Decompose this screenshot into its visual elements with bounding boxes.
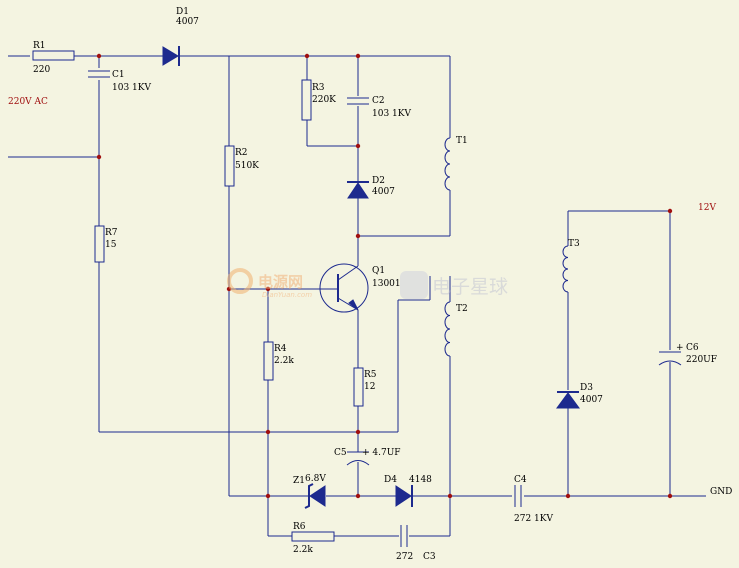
watermark-left: 电源网 DianYuan.com	[227, 268, 312, 299]
label-ac-input: 220V AC	[8, 97, 48, 107]
label-r7: R7	[105, 228, 118, 238]
transformer-coil-t3	[562, 245, 569, 293]
resistor-r4	[263, 341, 274, 381]
label-z1: Z1	[293, 476, 305, 486]
label-c5: C5	[334, 448, 347, 458]
label-d3: D3	[580, 383, 593, 393]
value-c3: 272	[396, 552, 413, 562]
resistor-r5	[353, 367, 364, 407]
value-r1: 220	[33, 65, 50, 75]
label-c6: C6	[686, 343, 699, 353]
value-d4: 4148	[409, 475, 432, 485]
value-c2: 103 1KV	[372, 109, 411, 119]
transistor-q1	[319, 263, 369, 313]
label-q1: Q1	[372, 266, 385, 276]
label-c1: C1	[112, 70, 125, 80]
watermark-left-main: 电源网	[258, 273, 303, 291]
resistor-r3	[301, 79, 312, 121]
label-d2: D2	[372, 176, 385, 186]
watermark-right: 电子星球	[400, 271, 508, 299]
label-r3: R3	[312, 83, 325, 93]
capacitor-c4	[514, 485, 522, 507]
label-r6: R6	[293, 522, 306, 532]
value-d2: 4007	[372, 187, 395, 197]
diode-d2	[347, 181, 369, 199]
value-r3: 220K	[312, 95, 336, 105]
junction-dots	[96, 53, 673, 499]
resistor-r6	[291, 531, 335, 542]
label-d4: D4	[384, 475, 397, 485]
value-r2: 510K	[235, 161, 259, 171]
value-d3: 4007	[580, 395, 603, 405]
capacitor-c1	[88, 70, 110, 78]
value-c1: 103 1KV	[112, 83, 151, 93]
label-gnd: GND	[710, 487, 732, 497]
label-t2: T2	[456, 304, 468, 314]
value-r6: 2.2k	[293, 545, 313, 555]
labels: R1 220 C1 103 1KV 220V AC D1 4007 R3 220…	[8, 7, 732, 562]
capacitor-c3	[400, 525, 408, 547]
label-t1: T1	[456, 136, 468, 146]
value-z1: 6.8V	[305, 474, 326, 484]
value-c4: 272 1KV	[514, 514, 553, 524]
plus-c6: +	[676, 343, 684, 353]
diode-d3	[556, 391, 580, 409]
watermark-right-main: 电子星球	[432, 276, 508, 298]
value-q1: 13001	[372, 279, 401, 289]
resistor-r1	[32, 50, 75, 61]
label-d1: D1	[176, 7, 189, 17]
value-r4: 2.2k	[274, 356, 294, 366]
capacitor-c5	[346, 451, 370, 466]
label-c3: C3	[423, 552, 436, 562]
label-c2: C2	[372, 96, 385, 106]
value-c5: + 4.7UF	[362, 448, 401, 458]
label-r1: R1	[33, 41, 46, 51]
label-r2: R2	[235, 148, 248, 158]
watermark-left-sub: DianYuan.com	[262, 291, 312, 299]
value-c6: 220UF	[686, 355, 717, 365]
transformer-coil-t1	[444, 137, 451, 191]
label-t3: T3	[568, 239, 580, 249]
capacitor-c6	[658, 351, 682, 366]
value-r5: 12	[364, 382, 375, 392]
diode-d4	[395, 485, 413, 507]
resistor-r7	[94, 225, 105, 263]
wires	[8, 55, 706, 537]
zener-diode-z1	[304, 483, 326, 509]
value-d1: 4007	[176, 17, 199, 27]
diode-d1	[162, 46, 180, 66]
capacitor-c2	[347, 97, 369, 105]
transformer-coil-t2	[444, 301, 451, 357]
label-c4: C4	[514, 475, 527, 485]
label-r5: R5	[364, 370, 377, 380]
resistor-r2	[224, 145, 235, 187]
value-r7: 15	[105, 240, 117, 250]
label-12v: 12V	[698, 203, 716, 213]
label-r4: R4	[274, 344, 287, 354]
